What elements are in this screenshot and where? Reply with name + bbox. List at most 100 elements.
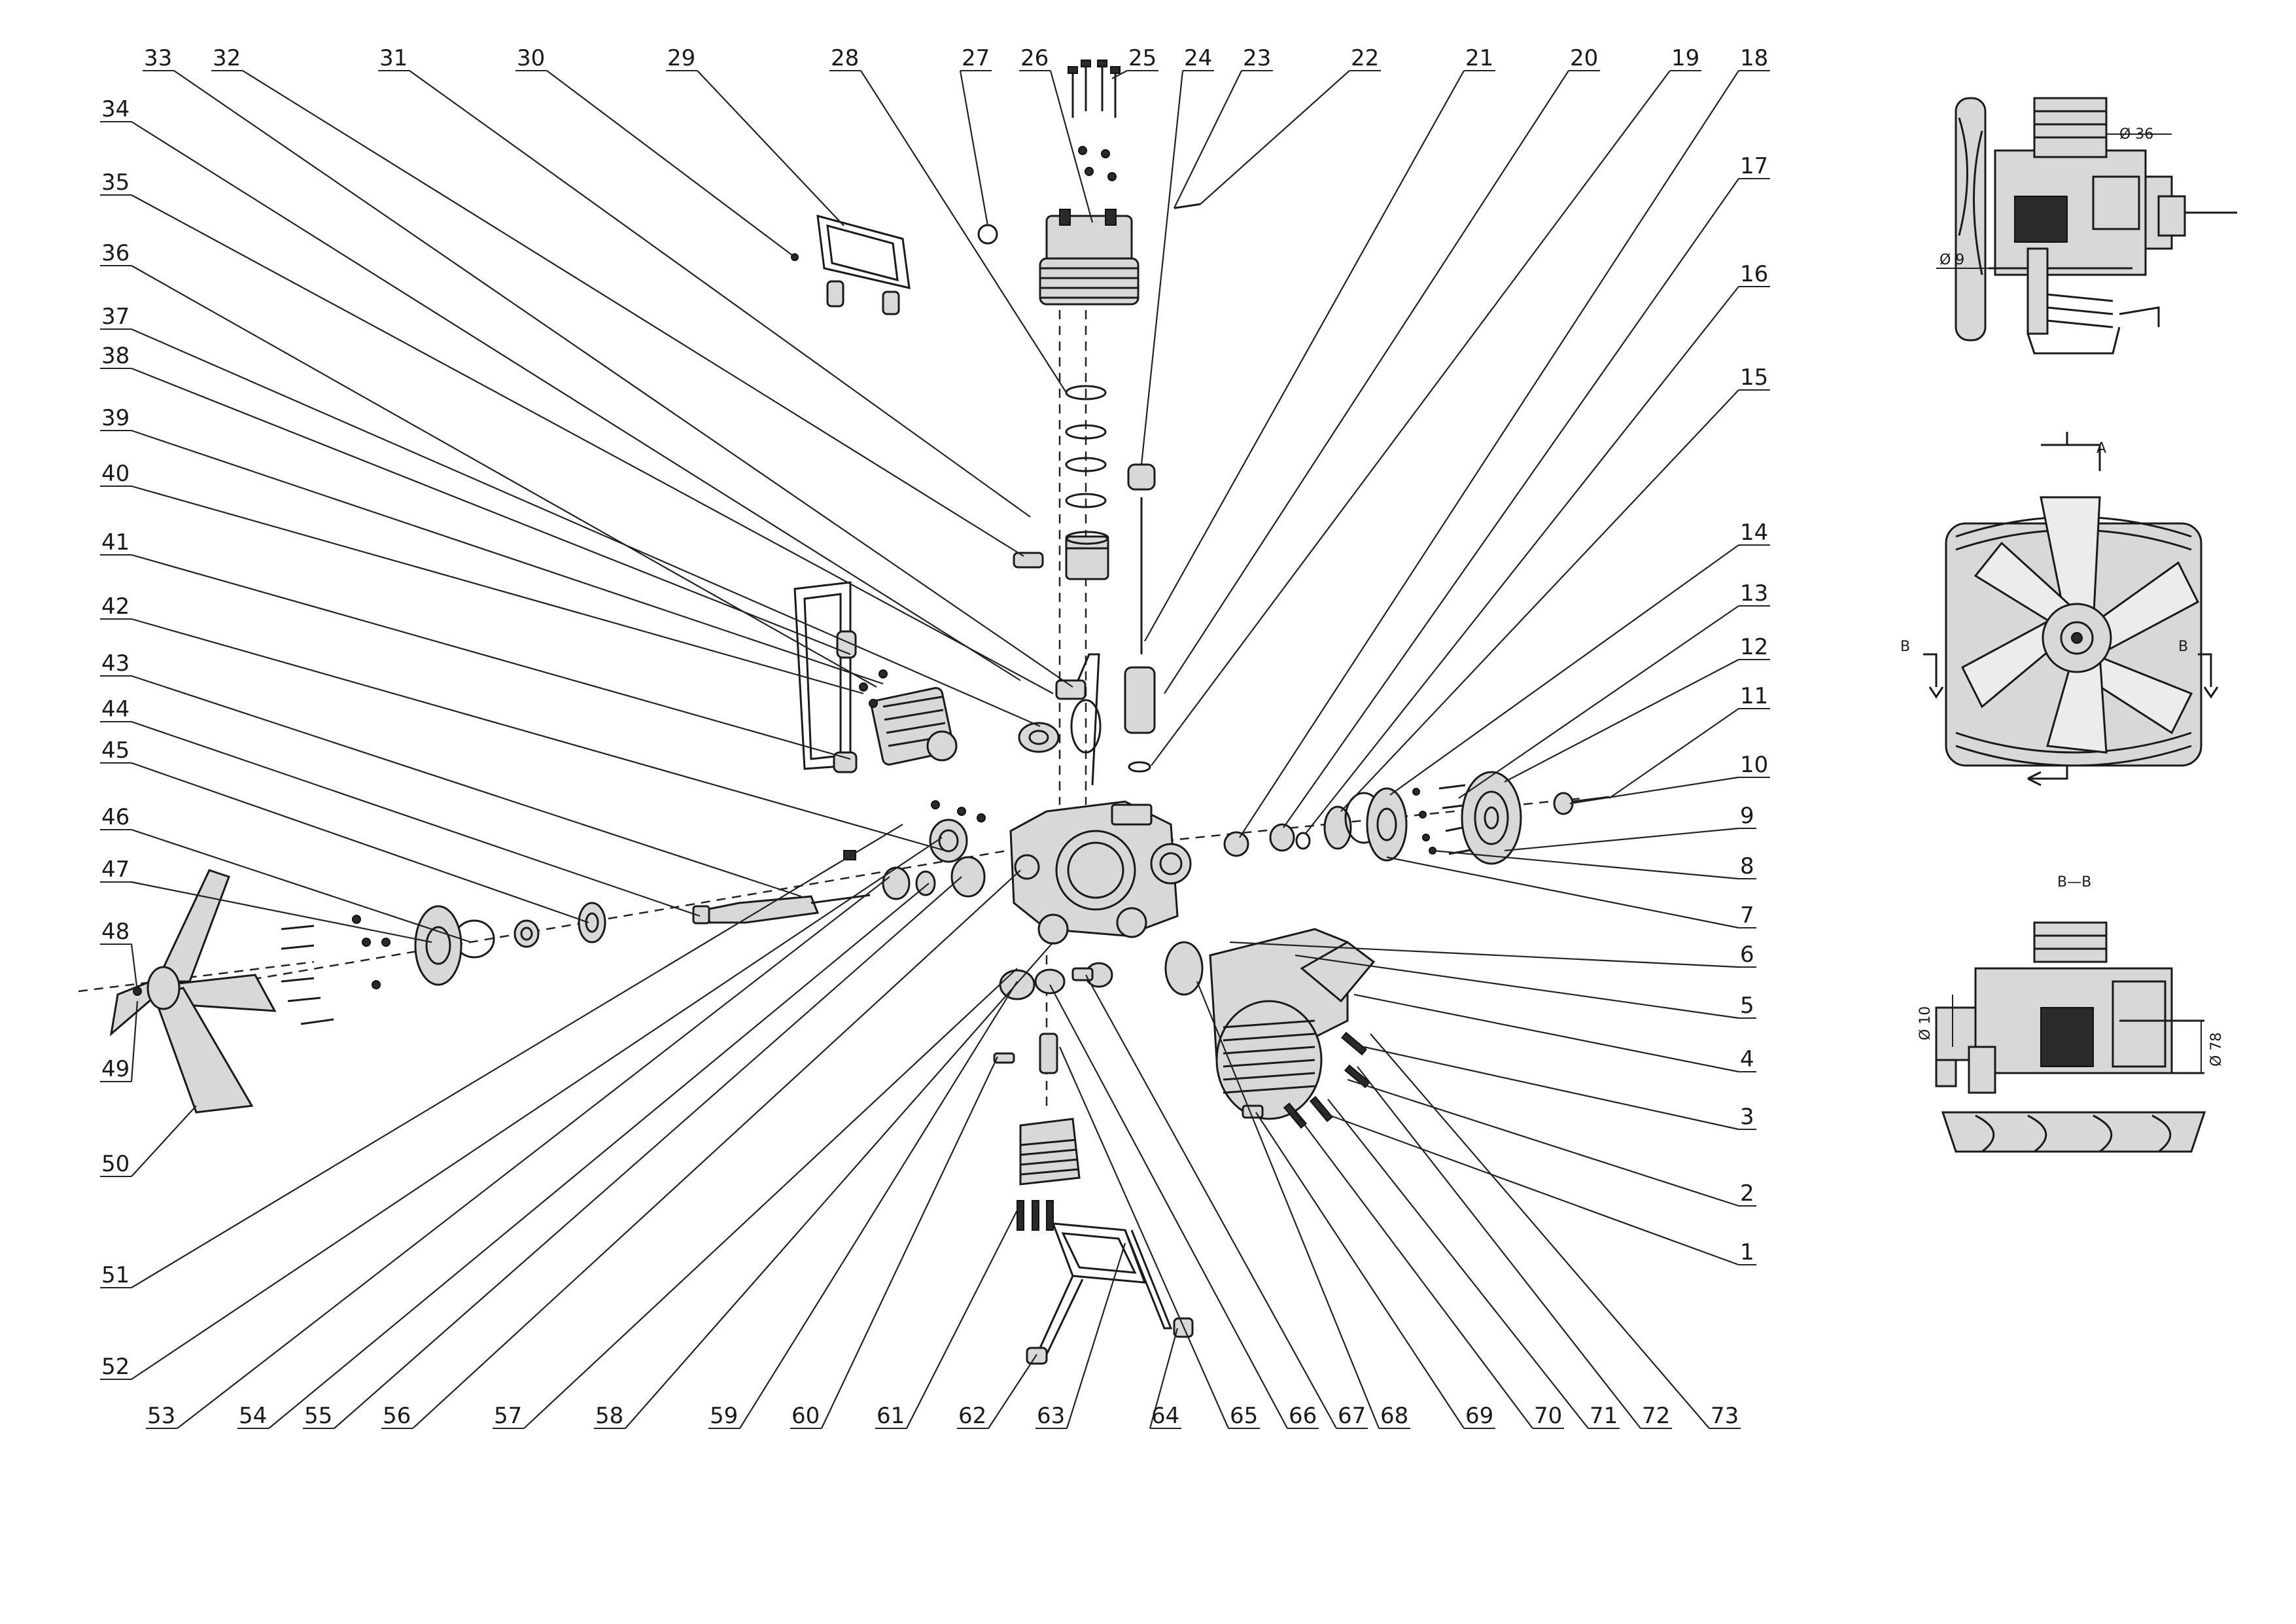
callout-number: 70 [1534,1403,1562,1429]
leader-line [1164,70,1569,694]
callout-number: 24 [1184,45,1212,71]
dim-top: Ø 36 [2119,126,2153,143]
callout-number: 31 [379,45,408,71]
leader-line [1295,954,1739,1019]
leader-line [1386,856,1739,929]
callout-number: 7 [1740,902,1754,928]
callout-number: 3 [1740,1104,1754,1130]
leader-line [1149,1328,1179,1429]
oring-27 [977,224,998,245]
callout-number: 39 [101,405,130,431]
leader-line [1295,1112,1533,1429]
leader-line [1239,70,1739,838]
leader-line [173,70,1073,688]
exhaust-pipe-top [791,214,911,315]
callout-number: 42 [101,593,130,620]
callout-number: 53 [147,1403,175,1429]
callout-number: 22 [1351,45,1379,71]
front-bearings [281,902,606,1025]
leader-line [131,881,432,944]
leader-line [697,70,844,226]
leader-line [1255,1112,1465,1429]
front-view: A B B [1900,432,2219,786]
callout-number: 11 [1740,683,1768,709]
leader-line [130,1000,139,1082]
glow-plug-top [1124,463,1156,773]
leader-line [1321,1111,1739,1266]
dim-top-2: Ø 9 [1939,252,1964,268]
leader-line [1049,70,1094,223]
callout-number: 68 [1380,1403,1408,1429]
callout-numbers: 1234567891011121314151617181920212223242… [100,45,1770,1429]
leader-line [1111,70,1128,79]
leader-line [1140,70,1184,465]
callout-number: 55 [304,1403,332,1429]
callout-number: 16 [1740,261,1768,287]
head-bolts-top [1068,60,1121,181]
callout-number: 19 [1671,45,1699,71]
bearing-38 [1018,722,1060,753]
leader-line [131,328,1041,728]
callout-number: 2 [1740,1180,1754,1207]
leader-line [131,367,851,656]
leader-line [1066,1243,1126,1429]
callout-number: 47 [101,856,130,883]
callout-number: 57 [494,1403,522,1429]
callout-number: 35 [101,169,130,196]
callout-number: 44 [101,696,130,722]
callout-number: 17 [1740,153,1768,179]
leader-line [988,1354,1037,1429]
leader-line [1504,827,1739,852]
leader-line [131,485,864,695]
callout-number: 40 [101,461,130,487]
callout-number: 36 [101,240,130,266]
leader-line [131,720,701,917]
callout-number: 21 [1465,45,1493,71]
leader-line [268,883,930,1429]
callout-number: 26 [1020,45,1049,71]
leader-line [1389,544,1739,796]
leader-line [409,70,1031,518]
leader-line [546,70,795,258]
callout-number: 56 [383,1403,411,1429]
leader-line [625,942,1054,1429]
callout-number: 43 [101,650,130,677]
exploded-engine-parts [78,60,1610,1365]
cylinder-right [1071,928,1376,1129]
callout-number: 52 [101,1354,130,1380]
cylinder-head-top [1039,209,1139,306]
leader-line [1327,1099,1589,1429]
leader-line [130,944,139,992]
leader-line [523,968,1018,1429]
leader-line [1200,70,1350,205]
callout-number: 67 [1338,1403,1366,1429]
callout-number: 46 [101,804,130,830]
section-view-b-b: B—B Ø 10 Ø 78 [1917,874,2225,1153]
callout-number: 14 [1740,520,1768,546]
callout-number: 41 [101,529,130,556]
callout-number: 61 [877,1403,905,1429]
callout-number: 5 [1740,993,1754,1019]
callout-number: 33 [144,45,172,71]
leader-line [1504,659,1739,783]
leader-line [1283,178,1739,828]
callout-number: 34 [101,96,130,122]
leader-line [131,675,802,898]
callout-number: 71 [1590,1403,1618,1429]
callout-number: 48 [101,919,130,945]
leader-line [131,618,946,852]
piston [1013,531,1109,580]
callout-number: 27 [962,45,990,71]
leader-line [821,1056,998,1429]
leader-line [1058,1046,1230,1429]
leader-line [1363,1046,1739,1131]
leader-line [1353,993,1739,1073]
leader-line [1458,605,1739,799]
crankcase-left-parts [843,800,986,900]
rear-bearings [1223,771,1610,865]
callout-number: 29 [667,45,695,71]
callout-number: 10 [1740,752,1768,778]
leader-line [1144,70,1465,642]
